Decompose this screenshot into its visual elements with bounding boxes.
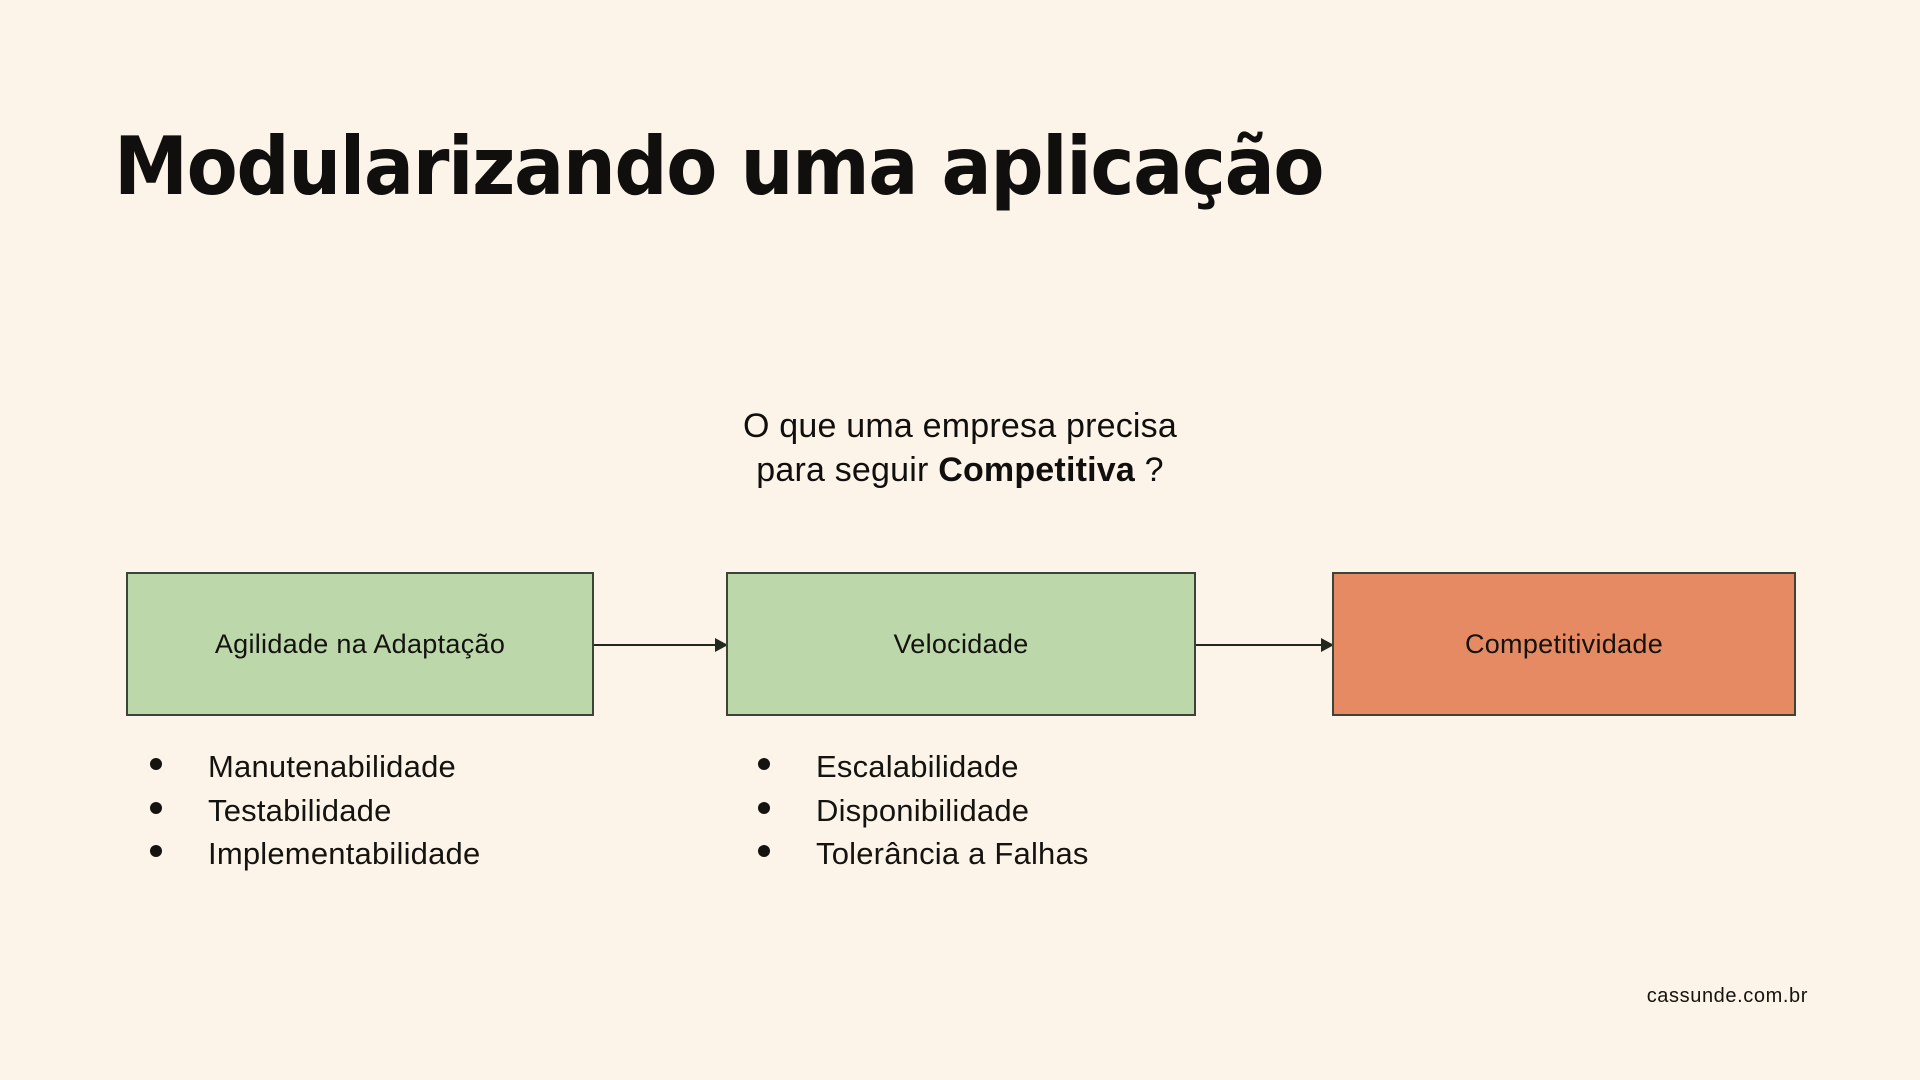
question-line-2-suffix: ?: [1134, 450, 1164, 489]
list-item: Manutenabilidade: [150, 747, 480, 787]
list-item-label: Implementabilidade: [208, 836, 481, 872]
list-item: Testabilidade: [150, 791, 480, 831]
flow-box-velocidade[interactable]: Velocidade: [726, 572, 1196, 716]
list-item-label: Disponibilidade: [816, 792, 1030, 828]
arrow-velocidade-to-competitividade: [1196, 636, 1334, 654]
bullet-dot-icon: [150, 801, 162, 814]
footer-website: cassunde.com.br: [1646, 985, 1808, 1007]
arrow-line: [594, 644, 717, 646]
bullet-dot-icon: [150, 758, 162, 770]
flow-box-label: Velocidade: [893, 628, 1029, 659]
bullet-dot-icon: [758, 758, 770, 770]
list-item: Disponibilidade: [758, 791, 1089, 831]
arrow-head-icon: [715, 638, 728, 652]
flow-box-agilidade[interactable]: Agilidade na Adaptação: [126, 572, 594, 716]
question-block: O que uma empresa precisa para seguir Co…: [560, 405, 1360, 492]
flow-box-label: Competitividade: [1464, 628, 1664, 659]
flow-box-label: Agilidade na Adaptação: [214, 628, 506, 659]
list-item-label: Tolerância a Falhas: [816, 836, 1089, 872]
list-item: Implementabilidade: [150, 834, 480, 874]
bullet-dot-icon: [758, 801, 770, 814]
bullet-dot-icon: [150, 845, 162, 858]
list-item: Tolerância a Falhas: [758, 834, 1089, 874]
page-title: Modularizando uma aplicação: [114, 119, 1325, 213]
arrow-agilidade-to-velocidade: [594, 636, 728, 654]
question-line-1: O que uma empresa precisa: [743, 407, 1177, 445]
question-line-2-prefix: para seguir: [756, 450, 939, 489]
list-item-label: Manutenabilidade: [208, 749, 456, 784]
list-item-label: Testabilidade: [208, 792, 392, 828]
bullet-list-agilidade: Manutenabilidade Testabilidade Implement…: [150, 747, 480, 878]
list-item: Escalabilidade: [758, 747, 1089, 787]
question-line-2: para seguir Competitiva ?: [560, 449, 1360, 493]
bullet-list-velocidade: Escalabilidade Disponibilidade Tolerânci…: [758, 747, 1089, 878]
bullet-dot-icon: [758, 845, 770, 858]
list-item-label: Escalabilidade: [816, 749, 1019, 784]
arrow-line: [1196, 644, 1323, 646]
flow-box-competitividade[interactable]: Competitividade: [1332, 572, 1796, 716]
question-emphasis-competitiva: Competitiva: [938, 450, 1135, 489]
arrow-head-icon: [1321, 638, 1334, 652]
